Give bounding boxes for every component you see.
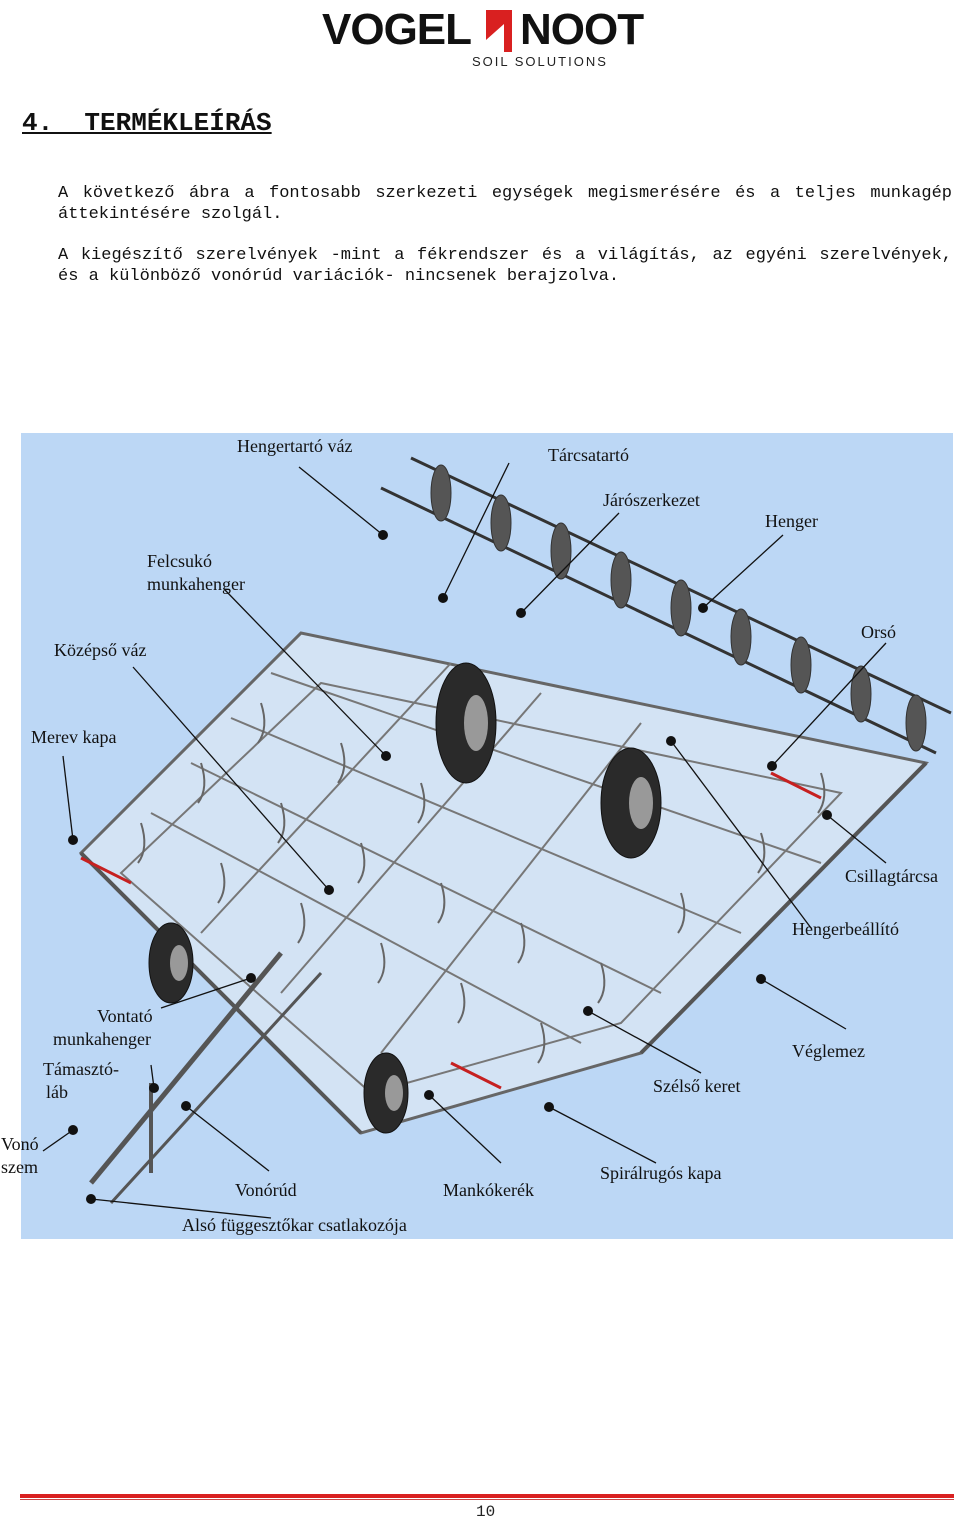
- footer-rule-thin: [20, 1499, 954, 1500]
- label-tamaszto-line2: láb: [46, 1082, 68, 1102]
- logo-mark-icon: [486, 10, 512, 52]
- label-felcsuko-line2: munkahenger: [147, 574, 245, 594]
- label-orso: Orsó: [861, 622, 896, 642]
- label-felcsuko-line1: Felcsukó: [147, 551, 212, 571]
- label-vontato-line2: munkahenger: [53, 1029, 151, 1049]
- label-merev-kapa: Merev kapa: [31, 727, 117, 747]
- page-number: 10: [476, 1503, 496, 1521]
- label-tarcsatarto: Tárcsatartó: [548, 445, 629, 465]
- label-spiralrugos-kapa: Spirálrugós kapa: [600, 1163, 722, 1183]
- note-paragraph: A kiegészítő szerelvények -mint a fékren…: [58, 246, 952, 286]
- label-mankokerek: Mankókerék: [443, 1180, 534, 1200]
- label-vonorud: Vonórúd: [235, 1180, 297, 1200]
- label-tamaszto-line1: Támasztó-: [43, 1059, 119, 1079]
- label-veglemez: Véglemez: [792, 1041, 865, 1061]
- label-also-fuggesztokar: Alsó függesztőkar csatlakozója: [182, 1215, 407, 1235]
- label-csillagtarcsa: Csillagtárcsa: [845, 866, 938, 886]
- label-henger: Henger: [765, 511, 818, 531]
- label-jaroszerkezet: Járószerkezet: [603, 490, 700, 510]
- section-heading: 4. TERMÉKLEÍRÁS: [22, 108, 272, 138]
- intro-paragraph: A következő ábra a fontosabb szerkezeti …: [58, 184, 952, 224]
- label-hengerbeallito: Hengerbeállító: [792, 919, 899, 939]
- label-vono-line2: szem: [1, 1157, 38, 1177]
- footer-rule: [20, 1494, 954, 1498]
- label-vontato-line1: Vontató: [97, 1006, 153, 1026]
- logo-text-noot: NOOT: [520, 5, 644, 54]
- label-hengertarto-vaz: Hengertartó váz: [237, 436, 353, 456]
- logo-text-vogel: VOGEL: [322, 5, 472, 54]
- label-kozepso-vaz: Középső váz: [54, 640, 147, 660]
- machine-drawing: [42, 456, 952, 1219]
- machine-diagram: Hengertartó váz Tárcsatartó Járószerkeze…: [21, 433, 953, 1239]
- brand-logo: VOGEL NOOT SOIL SOLUTIONS: [322, 8, 652, 70]
- logo-tagline: SOIL SOLUTIONS: [472, 54, 608, 69]
- label-vono-line1: Vonó: [1, 1134, 39, 1154]
- label-szelso-keret: Szélső keret: [653, 1076, 741, 1096]
